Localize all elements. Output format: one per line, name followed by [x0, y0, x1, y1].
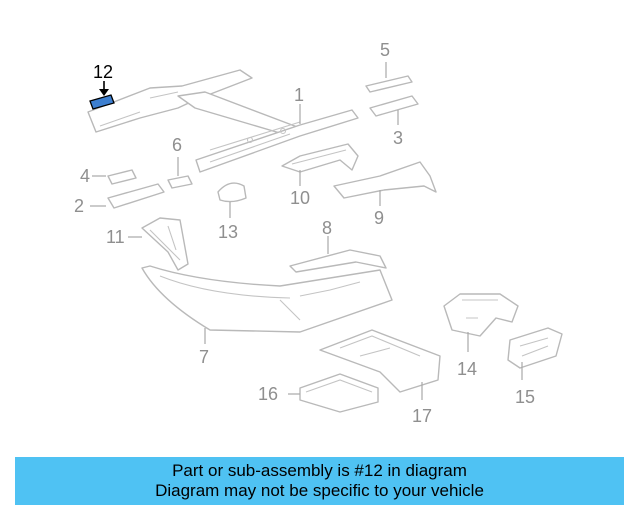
part-16[interactable]: 16 — [258, 373, 379, 413]
callout-label-6: 6 — [172, 135, 182, 155]
callout-label-5: 5 — [380, 40, 390, 60]
callout-label-11: 11 — [106, 227, 125, 247]
callout-label-8: 8 — [322, 218, 332, 238]
part-9[interactable]: 9 — [333, 161, 437, 228]
part-12-highlighted[interactable]: 12 — [89, 62, 115, 110]
callout-label-16: 16 — [258, 384, 278, 404]
callout-label-4: 4 — [80, 166, 90, 186]
part-8[interactable]: 8 — [289, 218, 387, 273]
part-10[interactable]: 10 — [281, 143, 359, 208]
callout-label-12: 12 — [93, 62, 113, 82]
part-1-frame-rail[interactable] — [87, 69, 359, 173]
part-3[interactable]: 3 — [369, 95, 419, 148]
callout-label-1: 1 — [294, 85, 304, 105]
banner-line-2: Diagram may not be specific to your vehi… — [155, 481, 484, 500]
callout-label-3: 3 — [393, 128, 403, 148]
parts-diagram: 1 12 5 3 6 4 2 13 — [74, 40, 563, 426]
callout-label-17: 17 — [412, 406, 432, 426]
part-7[interactable]: 7 — [141, 265, 393, 367]
part-4[interactable]: 4 — [80, 166, 137, 186]
info-banner: Part or sub-assembly is #12 in diagram D… — [15, 457, 624, 505]
part-15[interactable]: 15 — [507, 327, 563, 407]
part-14[interactable]: 14 — [443, 293, 519, 379]
part-17[interactable]: 17 — [319, 329, 441, 426]
part-11[interactable]: 11 — [106, 217, 189, 271]
callout-label-9: 9 — [374, 208, 384, 228]
callout-label-7: 7 — [199, 347, 209, 367]
callout-label-2: 2 — [74, 196, 84, 216]
part-13[interactable]: 13 — [217, 182, 247, 242]
callout-label-13: 13 — [218, 222, 238, 242]
callout-label-14: 14 — [457, 359, 477, 379]
banner-line-1: Part or sub-assembly is #12 in diagram — [172, 461, 467, 480]
callout-label-10: 10 — [290, 188, 310, 208]
callout-label-15: 15 — [515, 387, 535, 407]
part-5[interactable]: 5 — [365, 40, 413, 93]
part-2[interactable]: 2 — [74, 183, 165, 216]
callout-1: 1 — [294, 85, 304, 124]
part-6[interactable]: 6 — [167, 135, 193, 189]
